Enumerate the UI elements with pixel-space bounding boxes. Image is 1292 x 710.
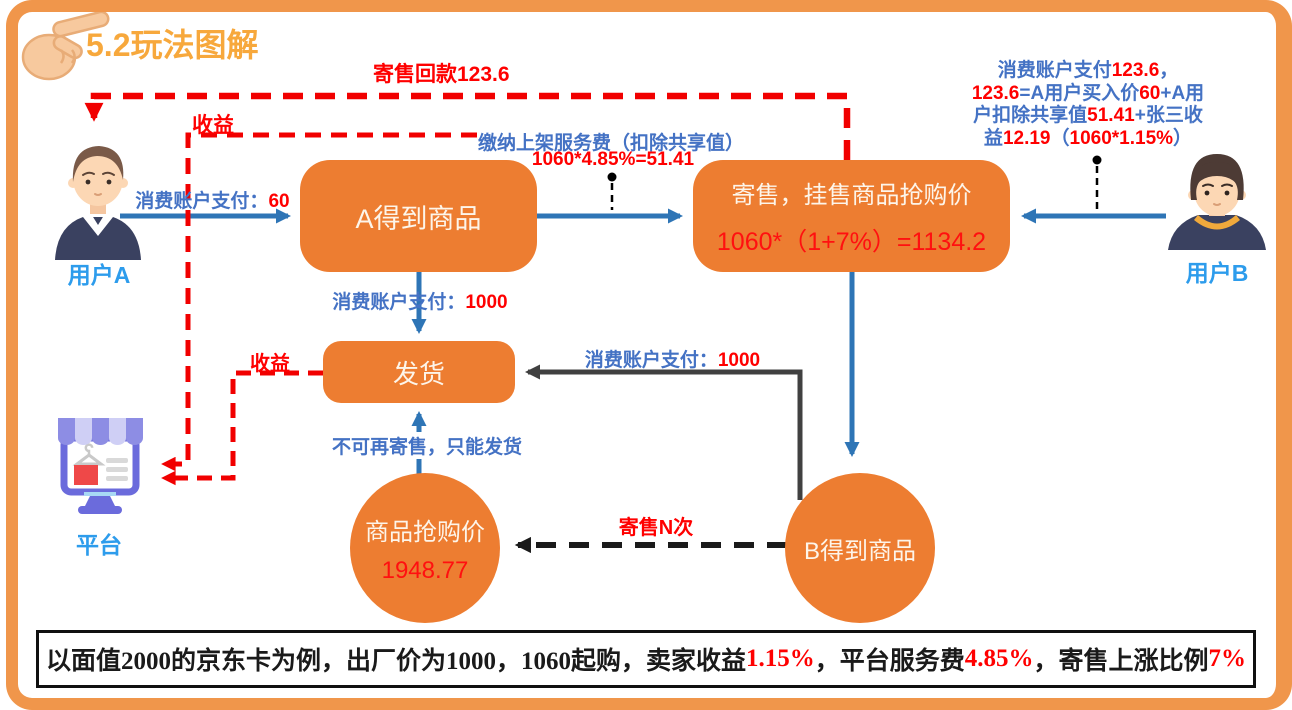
node-b-gets-goods-text: B得到商品 xyxy=(803,537,916,565)
label-consign-return: 寄售回款123.6 xyxy=(373,63,510,86)
label-pay-60: 消费账户支付：60 xyxy=(135,191,290,212)
node-ship: 发货 xyxy=(323,341,515,403)
user-a-label: 用户A xyxy=(67,262,131,288)
label-consign-n-times: 寄售N次 xyxy=(618,517,694,539)
user-b-note-line-2: 123.6=A用户买入价60+A用 xyxy=(971,82,1205,104)
node-a-gets-goods-text: A得到商品 xyxy=(355,203,482,234)
platform-label: 平台 xyxy=(76,532,122,558)
user-b-note-line-1: 消费账户支付123.6， xyxy=(997,60,1179,81)
node-consign-formula: 1060*（1+7%）=1134.2 xyxy=(716,227,987,256)
user-a-avatar xyxy=(55,146,141,260)
user-b-note-line-3: 户扣除共享值51.41+张三收 xyxy=(973,105,1203,126)
node-consign: 寄售，挂售商品抢购价 1060*（1+7%）=1134.2 xyxy=(693,160,1010,272)
label-pay-1000-b: 消费账户支付：1000 xyxy=(584,350,761,371)
node-b-gets-goods: B得到商品 xyxy=(785,473,935,623)
label-income-top: 收益 xyxy=(192,114,234,137)
callout-dot-userb-note xyxy=(1092,155,1102,165)
platform-store-icon xyxy=(58,418,143,514)
pointing-hand-icon xyxy=(21,12,110,81)
node-snap-price-value: 1948.77 xyxy=(381,556,469,584)
label-no-reconsign: 不可再寄售，只能发货 xyxy=(328,432,526,459)
node-consign-title: 寄售，挂售商品抢购价 xyxy=(731,181,972,209)
page-title: 5.2玩法图解 xyxy=(86,27,259,63)
user-b-avatar xyxy=(1168,154,1266,250)
node-ship-text: 发货 xyxy=(392,358,445,389)
arrow-b-pays-1000 xyxy=(525,364,803,500)
arrow-ship-income-to-platform xyxy=(161,370,323,486)
label-pay-1000-down: 消费账户支付：1000 xyxy=(332,292,508,313)
arrow-income-to-platform-top xyxy=(161,132,477,472)
user-b-label: 用户B xyxy=(1185,260,1249,286)
node-snap-price: 商品抢购价 1948.77 xyxy=(350,473,500,623)
label-listing-fee-note: 缴纳上架服务费（扣除共享值） xyxy=(478,133,745,154)
label-user-b-note: 消费账户支付123.6， 123.6=A用户买入价60+A用 户扣除共享值51.… xyxy=(966,60,1210,150)
label-listing-fee-formula: 1060*4.85%=51.41 xyxy=(531,149,695,170)
arrow-consign-return-to-usera xyxy=(84,92,851,160)
callout-dot-listing-fee xyxy=(607,172,617,182)
node-a-gets-goods: A得到商品 xyxy=(300,160,537,272)
user-b-note-line-4: 益12.19（1060*1.15%） xyxy=(983,127,1193,149)
node-snap-price-title: 商品抢购价 xyxy=(365,518,485,546)
label-income-ship: 收益 xyxy=(250,353,290,375)
